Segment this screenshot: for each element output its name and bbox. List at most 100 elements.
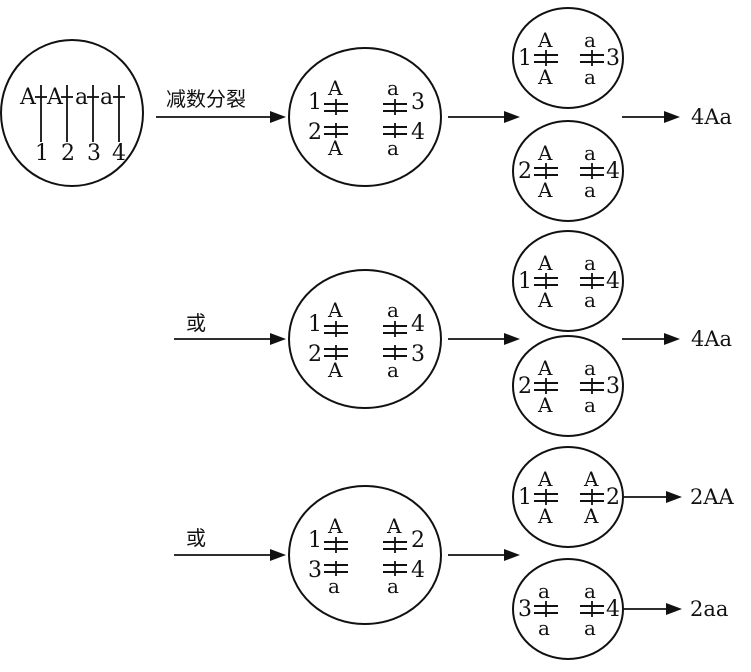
chromosome-number: 1 <box>308 90 322 115</box>
allele-label: A <box>386 514 402 538</box>
cell-outline <box>288 269 442 409</box>
lower-chromatid-left: A <box>324 345 348 382</box>
allele-label: a <box>387 574 399 598</box>
allele-label: A <box>327 136 343 160</box>
cell-outline <box>512 230 624 332</box>
result-label: 2AA <box>690 485 735 509</box>
allele-label: a <box>75 85 88 110</box>
result-label: 2aa <box>690 597 728 621</box>
chromosome-number: 2 <box>606 485 620 510</box>
chromosome-number: 1 <box>518 269 532 294</box>
cell-outline <box>288 47 442 187</box>
allele-label: a <box>584 141 596 165</box>
process-label: 减数分裂 <box>166 87 246 111</box>
chromosome-number: 3 <box>87 141 101 166</box>
allele-label: a <box>387 76 399 100</box>
mother-cell-outline <box>0 39 144 187</box>
allele-label: A <box>537 467 553 491</box>
allele-label: A <box>537 504 553 528</box>
arrow-head-icon <box>504 111 520 123</box>
chromosome-number: 2 <box>518 159 532 184</box>
allele-label: A <box>19 85 37 110</box>
allele-label: a <box>100 85 113 110</box>
allele-label: a <box>584 288 596 312</box>
result-arrow-3a <box>624 491 682 503</box>
mother-cell: A A a a 1 2 3 4 <box>0 39 144 187</box>
chromosome-number: 1 <box>35 141 49 166</box>
chromosome-number: 2 <box>518 374 532 399</box>
chromosome-number: 2 <box>308 342 322 367</box>
allele-label: A <box>327 514 343 538</box>
allele-label: a <box>584 28 596 52</box>
chromosome-number: 3 <box>606 374 620 399</box>
chromosome-number: 1 <box>308 528 322 553</box>
arrow-to-daughters-2 <box>448 333 520 345</box>
arrow-head-icon <box>270 111 286 123</box>
allele-label: a <box>584 65 596 89</box>
allele-label: a <box>584 579 596 603</box>
allele-label: A <box>537 28 553 52</box>
meiosis-arrow: 减数分裂 <box>156 87 286 123</box>
arrow-head-icon <box>666 603 682 615</box>
allele-label: A <box>537 141 553 165</box>
arrow-head-icon <box>504 549 520 561</box>
lower-chromatid-right: a <box>383 561 407 598</box>
arrow-head-icon <box>270 333 286 345</box>
allele-label: a <box>387 358 399 382</box>
chromosome-number: 4 <box>606 269 620 294</box>
allele-label: A <box>537 288 553 312</box>
arrow-head-icon <box>664 111 680 123</box>
chromosome-number: 4 <box>411 120 425 145</box>
allele-label: A <box>327 298 343 322</box>
cell-outline <box>512 120 624 222</box>
allele-label: a <box>584 616 596 640</box>
chromosome-number: 1 <box>308 312 322 337</box>
chromosome-number: 3 <box>411 90 425 115</box>
chromosome-number: 4 <box>606 597 620 622</box>
chromosome-number: 4 <box>411 558 425 583</box>
chromosome-number: 2 <box>308 120 322 145</box>
allele-label: a <box>387 298 399 322</box>
allele-label: a <box>387 136 399 160</box>
chromosome-number: 1 <box>518 485 532 510</box>
lower-chromatid-right: a <box>383 123 407 160</box>
cell-outline <box>512 7 624 109</box>
allele-label: A <box>327 76 343 100</box>
allele-label: A <box>537 178 553 202</box>
allele-label: a <box>584 251 596 275</box>
allele-label: A <box>583 504 599 528</box>
arrow-head-icon <box>666 491 682 503</box>
arrow-head-icon <box>270 549 286 561</box>
allele-label: A <box>537 251 553 275</box>
chromosome-number: 3 <box>518 597 532 622</box>
allele-label: a <box>584 393 596 417</box>
or-label: 或 <box>186 526 206 550</box>
result-label: 4Aa <box>691 327 732 351</box>
chromosome-number: 4 <box>606 159 620 184</box>
result-arrow-3b <box>624 603 682 615</box>
allele-label: a <box>584 356 596 380</box>
chromosome-number: 3 <box>606 46 620 71</box>
chromosome-number: 1 <box>518 46 532 71</box>
chromosome-number: 3 <box>411 342 425 367</box>
allele-label: A <box>537 356 553 380</box>
or-arrow-row-2: 或 <box>174 311 286 345</box>
result-label: 4Aa <box>691 105 732 129</box>
lower-chromatid-left: A <box>324 123 348 160</box>
chromosome-number: 2 <box>411 528 425 553</box>
chromosome-number: 4 <box>112 141 126 166</box>
lower-chromatid-left: a <box>324 561 348 598</box>
cell-outline <box>288 485 442 625</box>
result-arrow-2 <box>622 333 680 345</box>
arrow-head-icon <box>504 333 520 345</box>
or-label: 或 <box>186 311 206 335</box>
